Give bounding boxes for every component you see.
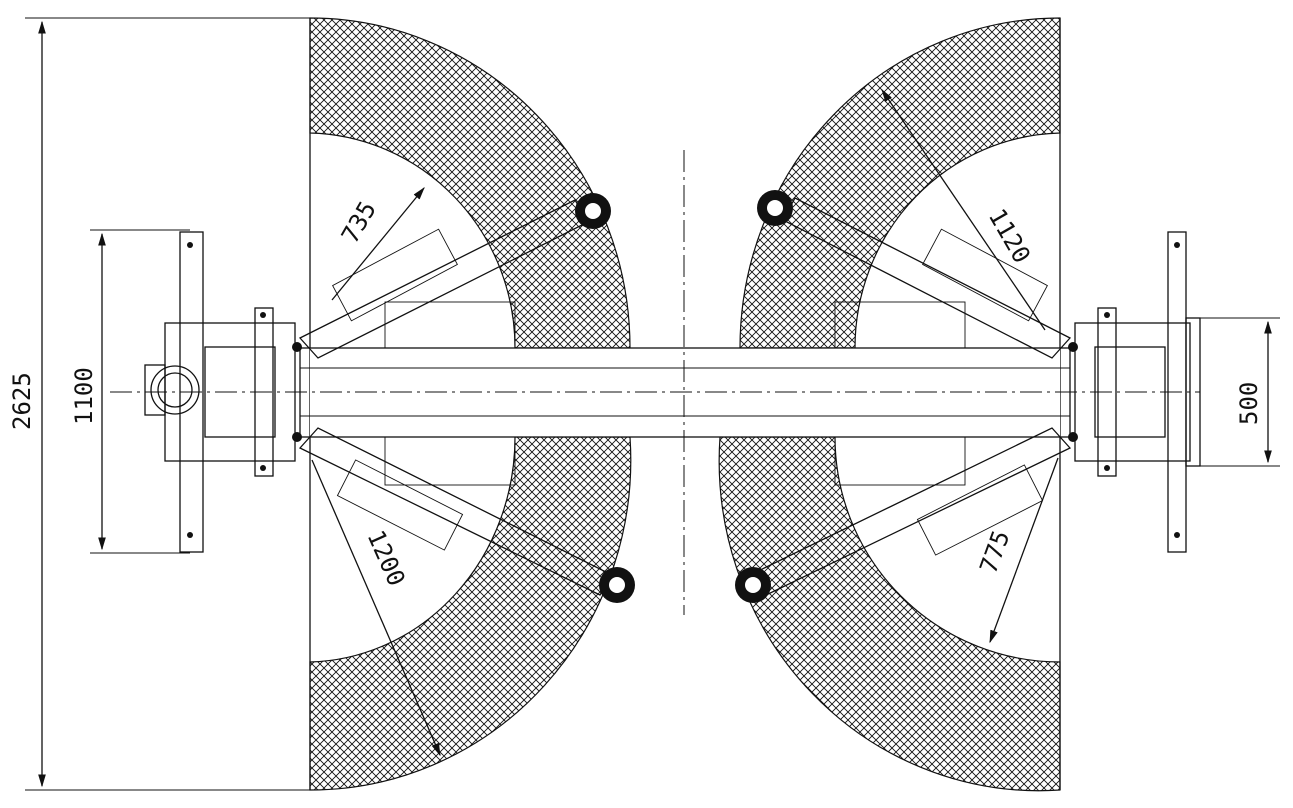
dim-label-overall-depth: 2625 xyxy=(8,372,36,430)
arm-front-right xyxy=(757,190,1072,359)
right-column xyxy=(1068,231,1201,553)
arm-rear-left xyxy=(298,427,635,603)
dim-label-column-offset: 500 xyxy=(1235,382,1263,425)
dim-label-1200: 1200 xyxy=(362,526,411,590)
dim-label-775: 775 xyxy=(974,527,1015,577)
dim-column-offset: 500 xyxy=(1190,317,1280,467)
arm-front-left xyxy=(298,193,611,359)
dim-label-735: 735 xyxy=(336,196,382,248)
dim-label-base-plate-width: 1100 xyxy=(70,367,98,425)
dim-overall-depth: 2625 xyxy=(8,17,310,791)
dim-base-plate-width: 1100 xyxy=(70,229,190,554)
dim-label-1120: 1120 xyxy=(983,204,1036,268)
arm-rear-right xyxy=(735,427,1072,603)
swing-zone-right xyxy=(718,17,1061,792)
left-column xyxy=(144,231,302,553)
dim-arm-reach-775: 775 xyxy=(974,457,1059,644)
cross-beam xyxy=(110,150,1200,615)
